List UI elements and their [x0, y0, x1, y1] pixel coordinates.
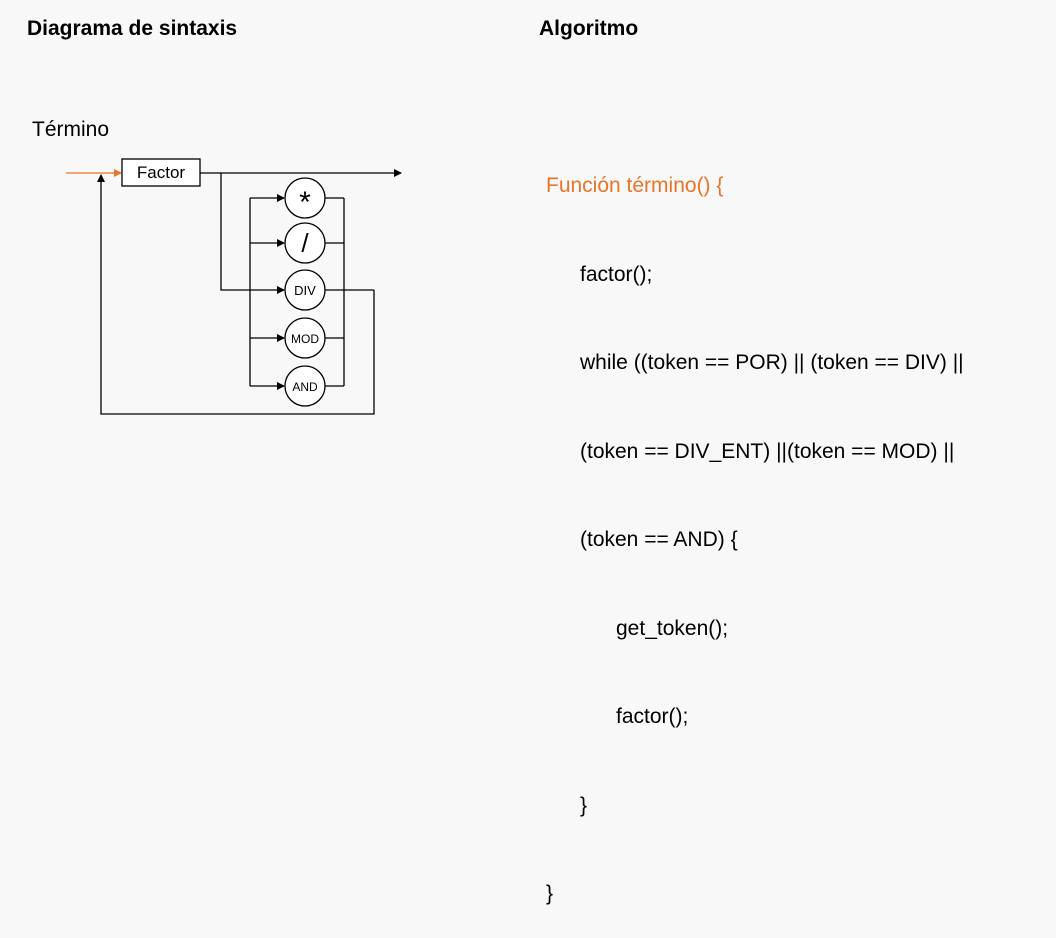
operator-circle-div [284, 269, 326, 311]
branch-drop [220, 173, 285, 294]
algorithm-section-title: Algoritmo [539, 17, 639, 40]
operator-circle-star [284, 177, 326, 219]
code-line-function-header: Función término() { [546, 174, 724, 197]
loop-back-line [97, 174, 375, 415]
operator-slash: / [301, 228, 309, 258]
code-line-while-3: (token == AND) { [580, 528, 738, 551]
code-line-while-1: while ((token == POR) || (token == DIV) … [580, 351, 964, 374]
syntax-diagram: Factor * / DIV MOD AND [66, 158, 402, 415]
rule-name-label: Término [32, 118, 110, 141]
factor-box-label: Factor [137, 163, 186, 182]
algorithm-code: Función término() { factor(); while ((to… [546, 112, 964, 938]
code-line-factor-call-inner: factor(); [616, 705, 689, 728]
operator-and: AND [292, 380, 318, 394]
code-line-get-token: get_token(); [616, 616, 729, 640]
code-line-close-while: } [580, 793, 588, 817]
operator-mod: MOD [291, 332, 319, 346]
operator-star: * [299, 186, 311, 219]
code-line-while-2: (token == DIV_ENT) ||(token == MOD) || [580, 439, 955, 463]
operator-circle-mod [284, 317, 326, 359]
code-line-close-function: } [546, 882, 554, 905]
operator-circle-slash [284, 222, 326, 264]
diagram-section-title: Diagrama de sintaxis [27, 17, 238, 40]
code-line-factor-call: factor(); [580, 262, 653, 286]
operator-div: DIV [294, 283, 316, 298]
operator-circle-and [284, 365, 326, 407]
factor-box [121, 158, 201, 187]
